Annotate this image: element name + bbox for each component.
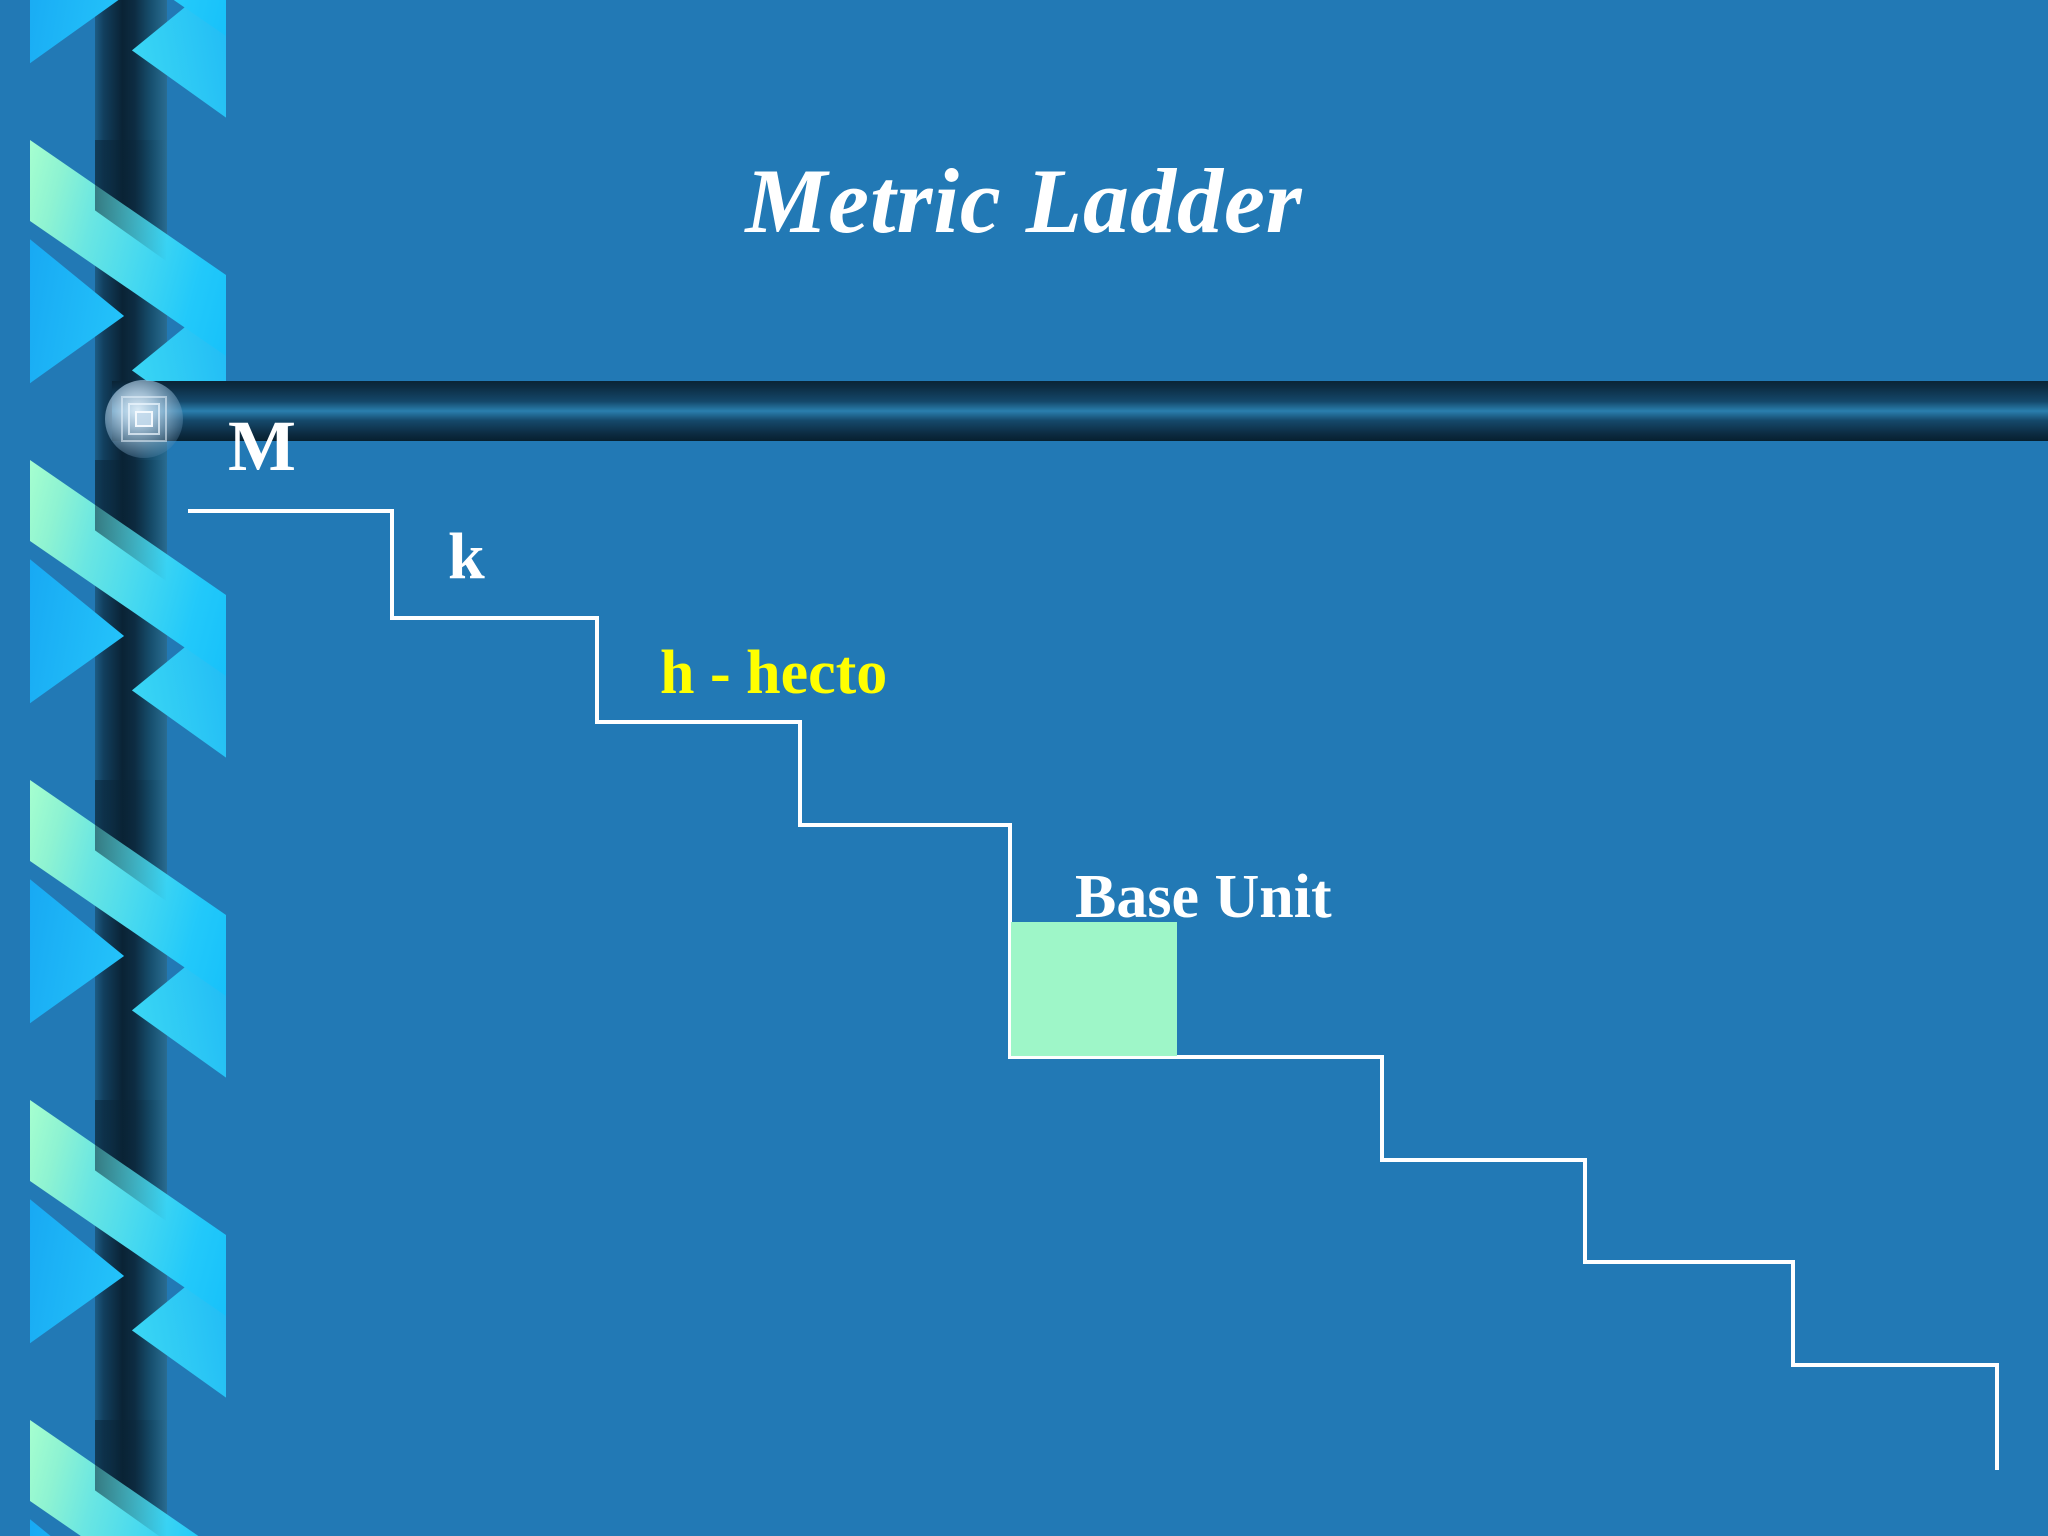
title-rail-bar [112, 381, 2048, 441]
ribbon-segment [0, 1100, 240, 1420]
bullet-ring-mid [128, 403, 160, 435]
ribbon-segment [0, 0, 240, 140]
step-label-base-unit: Base Unit [1075, 863, 1332, 931]
bullet-ring-inner [135, 411, 153, 427]
step-label-kilo: k [448, 520, 485, 593]
glow-bullet-icon [105, 380, 183, 458]
page-title: Metric Ladder [745, 150, 1303, 252]
bullet-ring-outer [121, 396, 167, 442]
ribbon-segment [0, 460, 240, 780]
base-unit-highlight-block [1011, 922, 1177, 1056]
ribbon-segment [0, 1420, 240, 1536]
ribbon-pole-shadow [95, 0, 167, 140]
step-label-mega: M [228, 406, 296, 486]
ribbon-segment [0, 780, 240, 1100]
ribbon-segment [0, 140, 240, 460]
step-label-hecto: h - hecto [660, 639, 888, 707]
